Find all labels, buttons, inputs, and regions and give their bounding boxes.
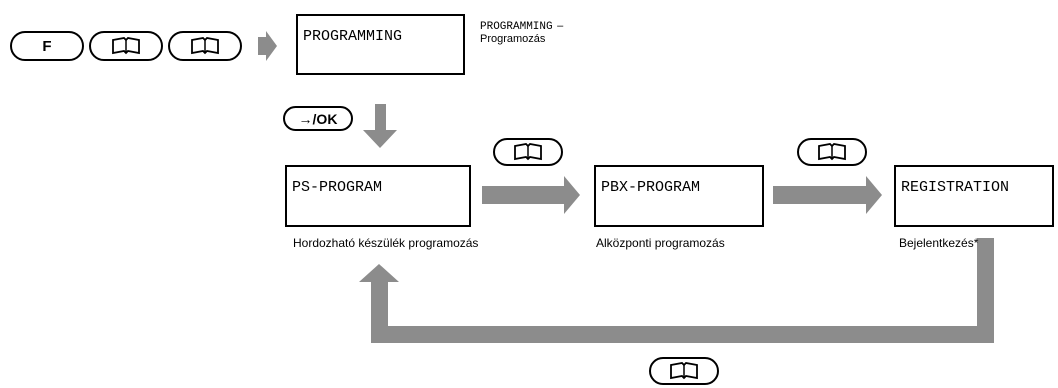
directory-key-4[interactable] [797,138,867,166]
display-pbx-program: PBX-PROGRAM [594,165,764,227]
display-registration: REGISTRATION [894,165,1054,227]
display-pbx-program-text: PBX-PROGRAM [601,179,701,196]
ok-key-label: →/OK [298,110,338,127]
book-icon [818,143,846,161]
arrow-down-icon [363,104,397,148]
caption-ps-program: Hordozható készülék programozás [293,236,479,250]
book-icon [191,37,219,55]
display-registration-text: REGISTRATION [901,179,1010,196]
directory-key-5[interactable] [649,357,719,385]
directory-key-1[interactable] [89,31,163,61]
loop-arrow [359,238,994,343]
directory-key-2[interactable] [168,31,242,61]
programming-note-mono: PROGRAMMING [480,21,553,33]
f-key-label: F [42,37,52,55]
programming-note-dash: – [557,20,564,32]
display-programming-text: PROGRAMMING [303,28,403,45]
programming-note: PROGRAMMING – Programozás [480,16,563,45]
caption-pbx-program: Alközponti programozás [596,236,725,250]
caption-registration: Bejelentkezés* [899,236,979,250]
book-icon [670,362,698,380]
display-ps-program-text: PS-PROGRAM [292,179,383,196]
arrow-right-icon [773,176,882,214]
book-icon [112,37,140,55]
ok-key[interactable]: →/OK [283,106,353,131]
arrow-right-icon [482,176,580,214]
book-icon [514,143,542,161]
display-programming: PROGRAMMING [296,14,465,75]
arrow-right-icon [258,31,277,61]
programming-note-hu: Programozás [480,33,546,45]
f-key[interactable]: F [10,31,84,61]
display-ps-program: PS-PROGRAM [285,165,471,227]
directory-key-3[interactable] [493,138,563,166]
